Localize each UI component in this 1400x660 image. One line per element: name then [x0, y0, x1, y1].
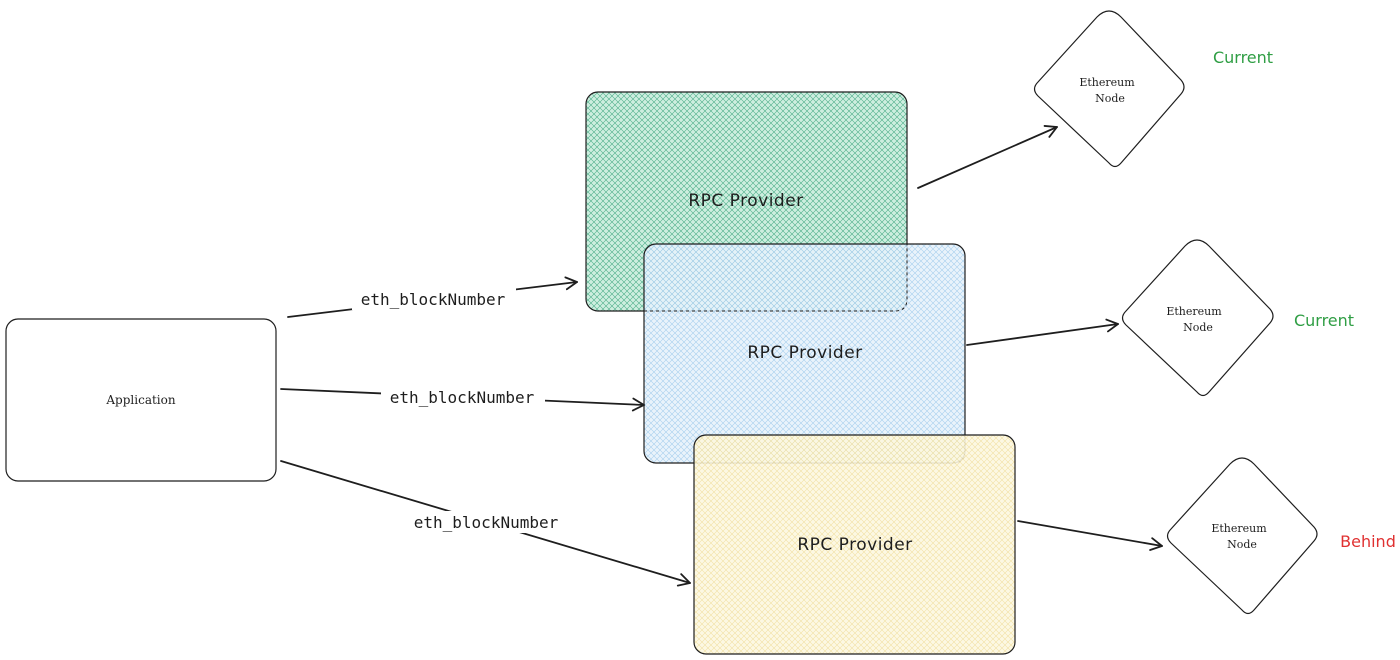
ethereum-node-3: Ethereum Node	[1166, 457, 1318, 615]
ethereum-node-3-line1: Ethereum	[1211, 522, 1267, 535]
ethereum-node-2-line2: Node	[1183, 321, 1213, 334]
ethereum-node-3-line2: Node	[1227, 538, 1257, 551]
ethereum-node-2-line1: Ethereum	[1166, 305, 1222, 318]
application-box: Application	[5, 318, 277, 482]
rpc-provider-1-label: RPC Provider	[688, 191, 803, 211]
provider-3-to-node-arrow	[1017, 520, 1163, 551]
rpc-provider-2-label: RPC Provider	[747, 343, 862, 363]
request-arrow-3: eth_blockNumber	[280, 460, 691, 587]
provider-1-to-node-arrow	[917, 125, 1058, 189]
ethereum-node-1-line2: Node	[1095, 92, 1125, 105]
ethereum-node-1: Ethereum Node	[1033, 10, 1185, 168]
application-label: Application	[105, 393, 175, 407]
ethereum-node-1-line1: Ethereum	[1079, 76, 1135, 89]
request-label-1: eth_blockNumber	[361, 290, 506, 309]
rpc-provider-3-label: RPC Provider	[797, 535, 912, 555]
node-1-status: Current	[1213, 48, 1273, 67]
request-label-3: eth_blockNumber	[414, 513, 559, 532]
request-arrow-2: eth_blockNumber	[280, 386, 645, 412]
rpc-provider-3: RPC Provider	[693, 434, 1016, 655]
node-3-status: Behind	[1340, 532, 1396, 551]
request-arrow-1: eth_blockNumber	[287, 276, 578, 318]
rpc-provider-2: RPC Provider	[643, 243, 966, 464]
ethereum-node-2: Ethereum Node	[1121, 239, 1274, 397]
node-2-status: Current	[1294, 311, 1354, 330]
request-label-2: eth_blockNumber	[390, 388, 535, 407]
provider-2-to-node-arrow	[966, 318, 1119, 346]
